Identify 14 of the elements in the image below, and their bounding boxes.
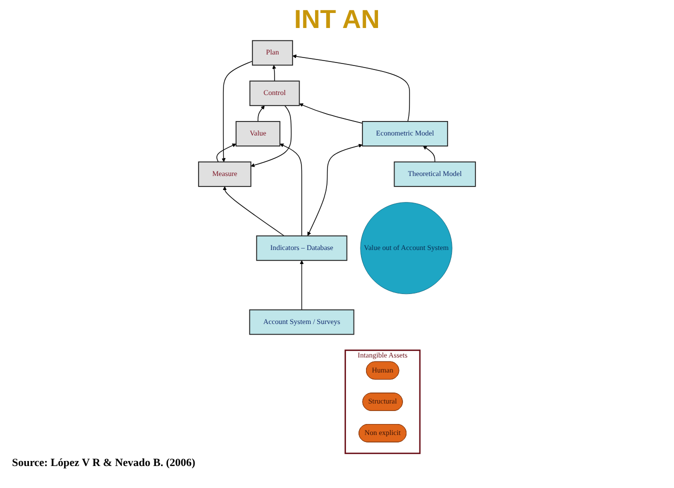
diagram-title: INT AN (293, 4, 381, 35)
arrow (300, 260, 304, 310)
source-caption: Source: López V R & Nevado B. (2006) (12, 457, 196, 469)
arrow (422, 146, 436, 162)
arrow (272, 64, 276, 82)
arrow (222, 60, 253, 162)
arrow (222, 186, 285, 236)
arrow (292, 54, 410, 122)
arrow (280, 144, 302, 236)
arrow (299, 103, 363, 124)
arrow (250, 105, 292, 168)
arrow (258, 105, 265, 122)
arrow (216, 144, 236, 162)
arrow (307, 144, 363, 236)
